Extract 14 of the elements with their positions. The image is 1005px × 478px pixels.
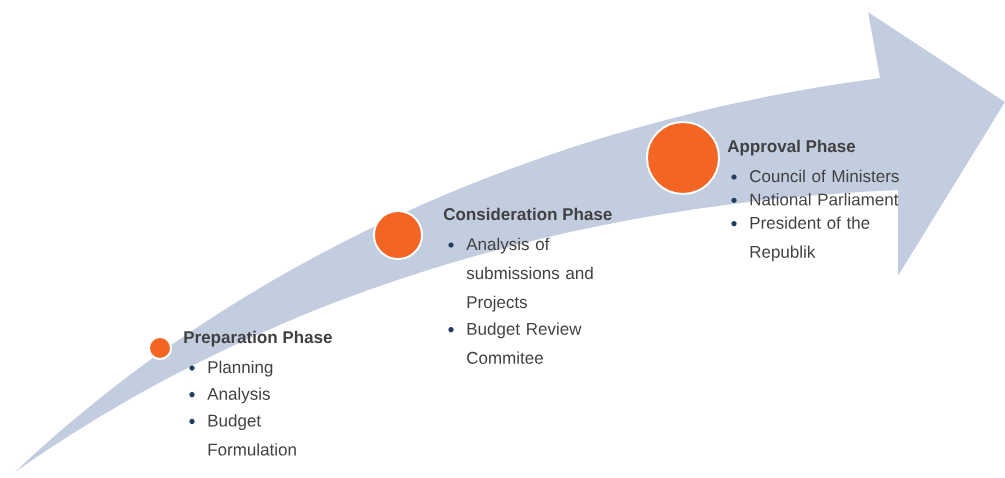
bullet-item: Analysis of submissions and Projects (448, 237, 593, 312)
phase-heading: Approval Phase (727, 139, 856, 156)
phase-circle (646, 121, 720, 195)
bullet-item: Planning (189, 360, 273, 377)
bullet-item: Council of Ministers (731, 169, 899, 183)
bullet-item: President of the Republik (731, 216, 870, 262)
phase-circle (148, 336, 172, 360)
phase-heading: Preparation Phase (184, 330, 332, 347)
bullet-item: Analysis (189, 387, 270, 404)
phase-circle (373, 210, 423, 260)
phase-heading: Consideration Phase (443, 207, 612, 221)
bullet-item: Budget Review Commitee (448, 322, 582, 364)
bullet-item: Budget Formulation (189, 414, 296, 456)
bullet-item: National Parliament (731, 193, 899, 206)
